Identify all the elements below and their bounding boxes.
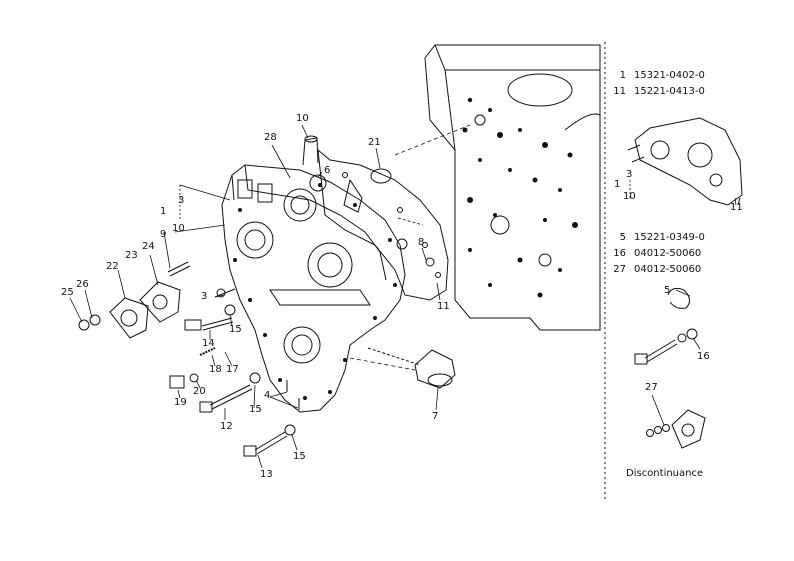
reference-key: 11 — [613, 86, 626, 97]
inset-cover — [646, 394, 706, 449]
gear-case — [221, 135, 406, 413]
gasket — [317, 148, 449, 301]
leader-lines — [69, 124, 471, 469]
label-21: 21 — [368, 137, 381, 148]
label-1: 1 — [160, 206, 167, 217]
label-9: 9 — [160, 229, 167, 240]
label-22: 22 — [106, 261, 119, 272]
label-15-c: 15 — [293, 451, 306, 462]
reference-part-number: 15321-0402-0 — [634, 70, 705, 81]
reference-row: 27 04012-50060 — [604, 264, 701, 276]
reference-part-number: 04012-50060 — [634, 248, 702, 259]
inset-gear-case — [627, 117, 743, 206]
label-28: 28 — [264, 132, 277, 143]
inset-label-1: 1 — [614, 179, 621, 190]
label-18: 18 — [209, 364, 222, 375]
label-8: 8 — [418, 237, 425, 248]
label-13: 13 — [260, 469, 273, 480]
reference-key: 5 — [619, 232, 626, 243]
o-ring — [370, 168, 392, 184]
side-cover — [109, 281, 181, 339]
reference-part-number: 15221-0413-0 — [634, 86, 705, 97]
label-20: 20 — [193, 386, 206, 397]
label-11: 11 — [437, 301, 450, 312]
reference-part-number: 04012-50060 — [634, 264, 702, 275]
inset-label-11: 11 — [730, 202, 743, 213]
label-23: 23 — [125, 250, 138, 261]
inset-label-27: 27 — [645, 382, 658, 393]
label-25: 25 — [61, 287, 74, 298]
reference-row: 1 15321-0402-0 — [604, 70, 705, 82]
label-19: 19 — [174, 397, 187, 408]
reference-key: 16 — [613, 248, 626, 259]
label-4: 4 — [264, 390, 271, 401]
label-26: 26 — [76, 279, 89, 290]
label-10: 10 — [172, 223, 185, 234]
label-17: 17 — [226, 364, 239, 375]
label-7: 7 — [432, 411, 439, 422]
inset-label-16: 16 — [697, 351, 710, 362]
reference-part-number: 15221-0349-0 — [634, 232, 705, 243]
reference-key: 27 — [613, 264, 626, 275]
label-15-a: 15 — [229, 324, 242, 335]
label-6: 6 — [324, 165, 331, 176]
inset-leaders — [629, 180, 737, 350]
label-12: 12 — [220, 421, 233, 432]
engine-block — [424, 44, 601, 331]
bolts — [167, 261, 300, 457]
inset-o-ring — [667, 287, 690, 309]
reference-row: 5 15221-0349-0 — [604, 232, 705, 244]
inset-bolt — [634, 328, 698, 365]
label-10-top: 10 — [296, 113, 309, 124]
inset-label-10: 10 — [623, 191, 636, 202]
label-24: 24 — [142, 241, 155, 252]
discontinuance-note: Discontinuance — [626, 468, 704, 479]
reference-row: 11 15221-0413-0 — [604, 86, 705, 98]
label-15-b: 15 — [249, 404, 262, 415]
inset-label-3: 3 — [626, 169, 633, 180]
oil-filter — [367, 347, 456, 389]
inset-label-5: 5 — [664, 285, 671, 296]
label-3: 3 — [178, 195, 185, 206]
label-14: 14 — [202, 338, 215, 349]
label-3-bolt: 3 — [201, 291, 208, 302]
washers — [78, 304, 296, 436]
reference-key: 1 — [619, 70, 626, 81]
reference-row: 16 04012-50060 — [604, 248, 701, 260]
